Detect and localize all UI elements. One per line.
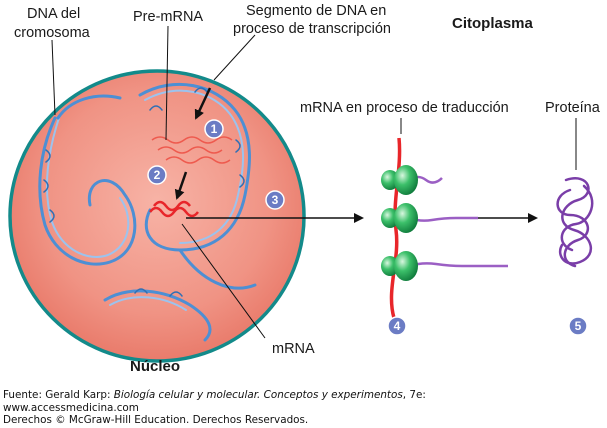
label-mrna: mRNA	[272, 341, 315, 357]
cytoplasmic-mrna	[389, 137, 402, 319]
figure-caption: Fuente: Gerald Karp: Biología celular y …	[3, 389, 603, 427]
label-proteina: Proteína	[545, 100, 601, 116]
caption-edition: , 7e:	[402, 389, 426, 401]
label-dna-cromosoma-2: cromosoma	[14, 25, 91, 41]
label-citoplasma: Citoplasma	[452, 15, 534, 32]
folded-protein	[556, 177, 594, 268]
label-dna-cromosoma-1: DNA del	[27, 6, 80, 22]
label-mrna-traduccion: mRNA en proceso de traducción	[300, 100, 509, 116]
caption-rights: Derechos © McGraw-Hill Education. Derech…	[3, 414, 309, 427]
label-segmento-dna-2: proceso de transcripción	[233, 21, 391, 37]
step-1: 1	[211, 122, 218, 136]
nuclear-mrna-2	[153, 200, 191, 212]
caption-book-title: Biología celular y molecular. Conceptos …	[113, 389, 403, 401]
caption-url[interactable]: www.accessmedicina.com	[3, 401, 139, 414]
ribosome	[381, 203, 418, 233]
caption-source-prefix: Fuente: Gerald Karp:	[3, 389, 114, 401]
step-markers: 1 2 3 4 5	[147, 119, 588, 336]
label-segmento-dna-1: Segmento de DNA en	[246, 3, 386, 19]
label-pre-mrna: Pre-mRNA	[133, 9, 203, 25]
step-5: 5	[575, 319, 582, 333]
ribosome	[381, 251, 418, 281]
transcription-arrow	[194, 87, 212, 120]
processing-arrow	[174, 171, 188, 200]
step-4: 4	[394, 319, 401, 333]
polypeptide-3	[409, 262, 508, 268]
step-2: 2	[154, 168, 161, 182]
ribosome	[381, 165, 418, 195]
pre-mrna-strands	[151, 136, 233, 164]
translation-complex	[381, 137, 508, 319]
step-3: 3	[272, 193, 279, 207]
label-pointers	[51, 25, 577, 339]
polypeptide-2	[409, 216, 478, 222]
nuclear-mrna	[149, 206, 199, 218]
caption-source-line: Fuente: Gerald Karp: Biología celular y …	[3, 389, 603, 402]
label-nucleo: Núcleo	[130, 358, 180, 375]
